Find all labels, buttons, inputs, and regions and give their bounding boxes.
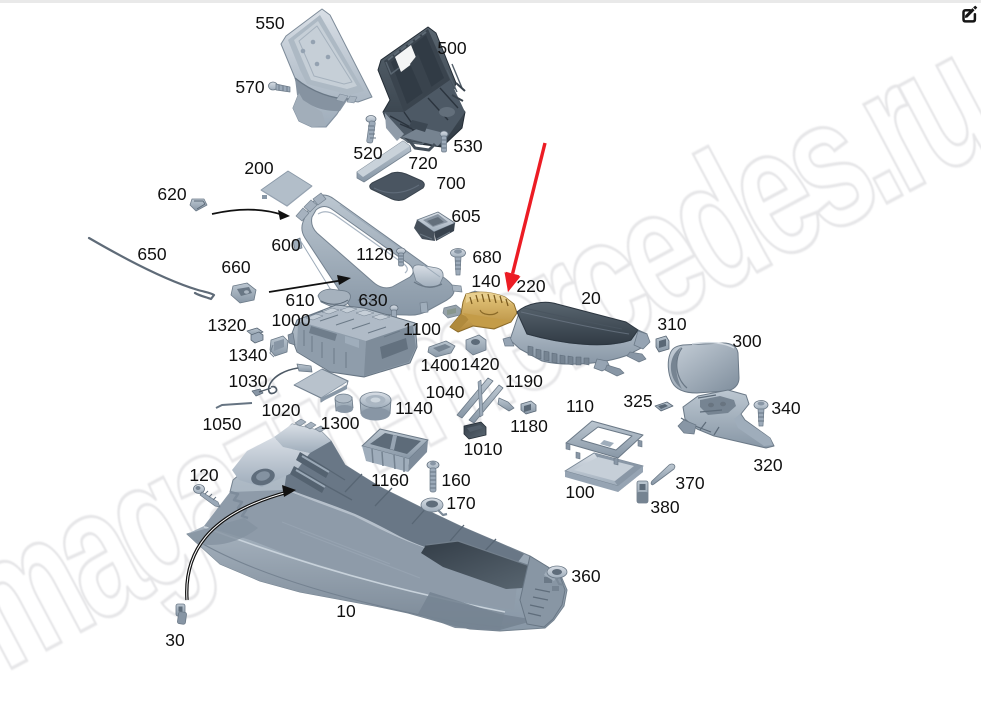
svg-text:700: 700 [436, 173, 465, 193]
svg-text:550: 550 [255, 13, 284, 33]
svg-text:1050: 1050 [203, 414, 242, 434]
svg-text:325: 325 [623, 391, 652, 411]
svg-text:320: 320 [753, 455, 782, 475]
svg-text:160: 160 [441, 470, 470, 490]
svg-text:630: 630 [358, 290, 387, 310]
svg-text:610: 610 [285, 290, 314, 310]
svg-text:100: 100 [565, 482, 594, 502]
svg-text:720: 720 [408, 153, 437, 173]
svg-text:1160: 1160 [371, 470, 409, 490]
svg-text:500: 500 [437, 38, 466, 58]
svg-text:360: 360 [571, 566, 600, 586]
svg-text:570: 570 [235, 77, 264, 97]
svg-text:30: 30 [165, 630, 185, 650]
svg-text:520: 520 [353, 143, 382, 163]
svg-text:1320: 1320 [208, 315, 247, 335]
svg-text:170: 170 [446, 493, 475, 513]
svg-text:1020: 1020 [262, 400, 301, 420]
svg-text:620: 620 [157, 184, 186, 204]
svg-text:1010: 1010 [464, 439, 503, 459]
svg-text:1100: 1100 [403, 319, 441, 339]
svg-text:530: 530 [453, 136, 482, 156]
svg-text:340: 340 [771, 398, 800, 418]
svg-text:600: 600 [271, 235, 300, 255]
svg-text:140: 140 [471, 271, 500, 291]
svg-text:370: 370 [675, 473, 704, 493]
svg-text:660: 660 [221, 257, 250, 277]
svg-text:110: 110 [566, 396, 594, 416]
svg-text:1040: 1040 [426, 382, 465, 402]
svg-text:1400: 1400 [421, 355, 460, 375]
svg-text:10: 10 [336, 601, 356, 621]
svg-text:1030: 1030 [229, 371, 268, 391]
svg-text:1300: 1300 [321, 413, 360, 433]
svg-text:1420: 1420 [461, 354, 500, 374]
svg-text:300: 300 [732, 331, 761, 351]
svg-text:1340: 1340 [229, 345, 268, 365]
svg-text:120: 120 [189, 465, 218, 485]
svg-text:20: 20 [581, 288, 601, 308]
svg-text:380: 380 [650, 497, 679, 517]
svg-text:1190: 1190 [505, 371, 543, 391]
svg-text:310: 310 [657, 314, 686, 334]
svg-text:220: 220 [516, 276, 545, 296]
svg-text:200: 200 [244, 158, 273, 178]
svg-text:1140: 1140 [395, 398, 433, 418]
svg-text:680: 680 [472, 247, 501, 267]
svg-text:605: 605 [451, 206, 480, 226]
svg-text:1120: 1120 [356, 244, 394, 264]
svg-text:1000: 1000 [272, 310, 311, 330]
svg-text:1180: 1180 [510, 416, 548, 436]
svg-text:650: 650 [137, 244, 166, 264]
